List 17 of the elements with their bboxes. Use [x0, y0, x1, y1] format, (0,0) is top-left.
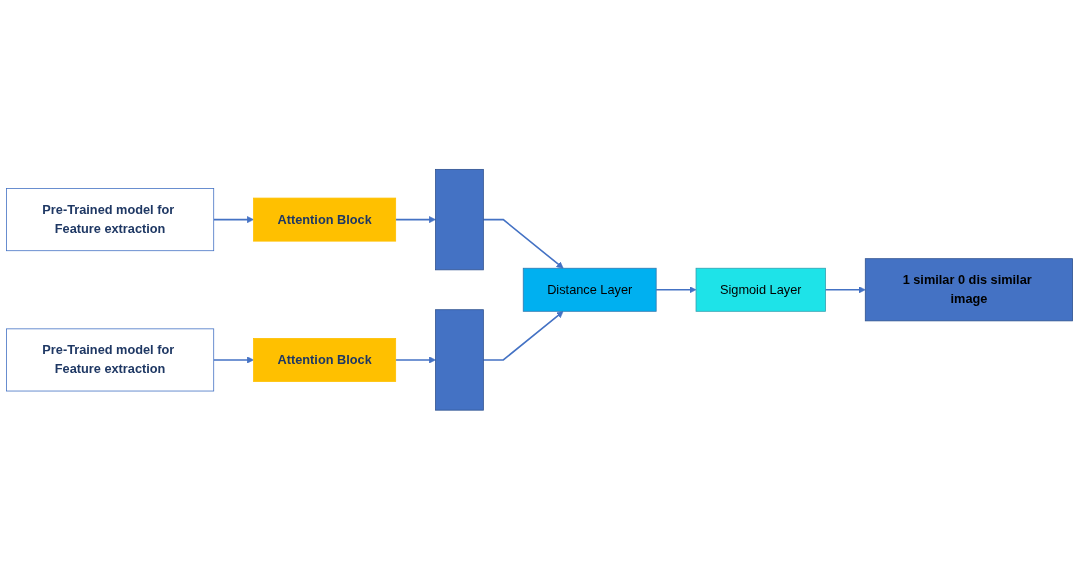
arrow — [824, 286, 866, 293]
arrow — [212, 356, 254, 364]
node-box: Attention Block — [253, 337, 397, 382]
node-box: Pre-Trained model for Feature extraction — [6, 187, 215, 251]
node-box: Distance Layer — [522, 267, 657, 312]
node-bar — [435, 168, 484, 270]
node-box: Sigmoid Layer — [695, 267, 826, 312]
arrow — [394, 215, 436, 223]
arrow — [482, 310, 564, 361]
arrow — [482, 218, 564, 269]
node-bar — [435, 309, 484, 411]
node-box: 1 similar 0 dis similar image — [864, 258, 1073, 321]
node-box: Attention Block — [253, 197, 397, 242]
arrow — [212, 215, 254, 223]
node-box: Pre-Trained model for Feature extraction — [6, 328, 215, 392]
arrow — [655, 286, 697, 293]
arrow — [394, 356, 436, 364]
